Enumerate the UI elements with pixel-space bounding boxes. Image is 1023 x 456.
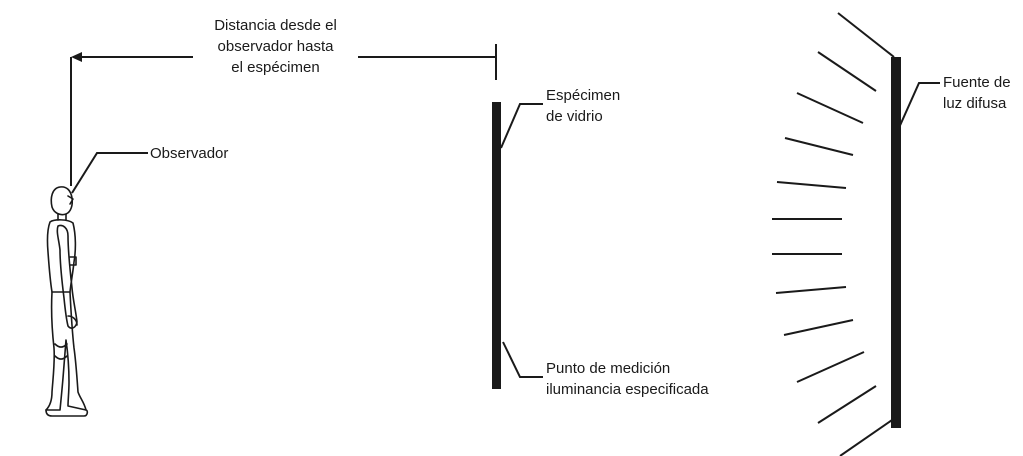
glass-specimen-bar — [492, 102, 501, 389]
light-ray — [783, 319, 854, 336]
specimen-label-line-2: de vidrio — [546, 108, 603, 125]
distance-label-line-3: el espécimen — [231, 59, 320, 76]
observer-belt — [69, 256, 77, 266]
measurement-label-line-1: Punto de medición — [546, 360, 671, 377]
light-rays — [772, 12, 896, 456]
distance-label-line-2: observador hasta — [217, 38, 334, 55]
distance-arrowhead — [71, 52, 82, 62]
distance-label-line-1: Distancia desde el — [214, 17, 337, 34]
observer-leader-line — [71, 152, 148, 194]
observer-face-line — [67, 195, 74, 205]
light-ray — [796, 92, 864, 124]
light-ray — [775, 286, 847, 294]
observer-head — [50, 186, 74, 216]
observer-legs — [45, 291, 87, 411]
observer-label: Observador — [150, 145, 229, 162]
measurement-leader-line — [502, 341, 543, 378]
distance-label: Distancia desde el observador hasta el e… — [193, 15, 358, 78]
specimen-label: Espécimen de vidrio — [546, 85, 620, 127]
specimen-label-line-1: Espécimen — [546, 87, 621, 104]
observer-knee — [54, 343, 68, 360]
source-label: Fuente de luz difusa — [943, 72, 1023, 114]
observer-arm — [56, 224, 78, 329]
source-label-line-2: luz difusa — [943, 95, 1007, 112]
light-ray — [784, 137, 854, 156]
light-ray — [837, 12, 895, 58]
light-ray — [817, 51, 877, 92]
light-ray — [796, 351, 865, 383]
light-ray — [817, 385, 877, 424]
diffuse-light-source-bar — [891, 57, 901, 428]
source-leader-line — [897, 82, 940, 131]
observer-feet — [45, 409, 89, 417]
specimen-leader-line — [500, 103, 543, 149]
light-ray — [839, 417, 896, 456]
observer-figure-icon — [45, 186, 89, 417]
measurement-label: Punto de medición iluminancia especifica… — [546, 358, 709, 400]
measurement-label-line-2: iluminancia especificada — [546, 381, 709, 398]
distance-dimension — [70, 44, 497, 186]
observer-neck — [57, 213, 67, 221]
observer-hand — [67, 315, 78, 326]
source-label-line-1: Fuente de — [943, 74, 1011, 91]
light-ray — [776, 181, 847, 189]
